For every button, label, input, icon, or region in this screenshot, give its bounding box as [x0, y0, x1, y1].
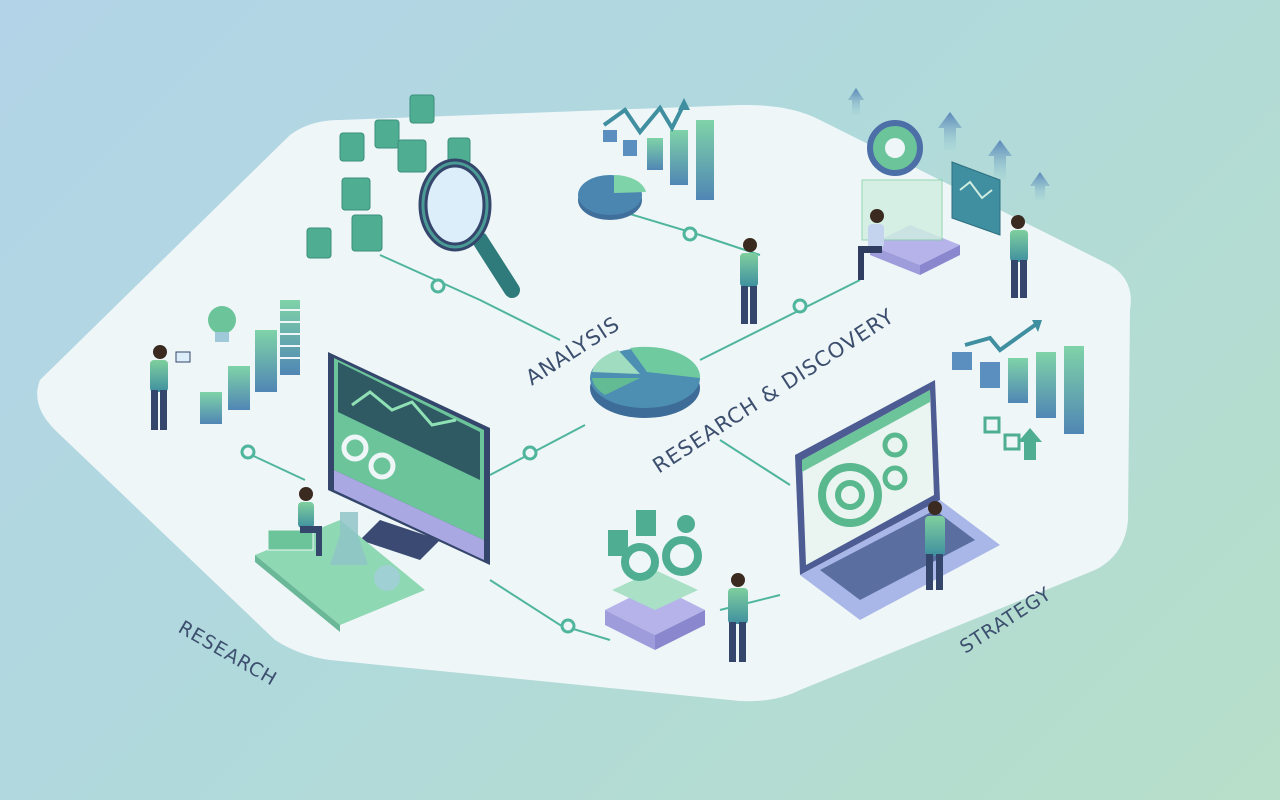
connector-lines — [244, 204, 861, 641]
right-bar-chart — [952, 320, 1084, 460]
central-pie-chart — [590, 346, 701, 418]
person-seated-laptop — [858, 209, 884, 280]
top-pie-chart — [578, 174, 646, 220]
top-bar-chart — [602, 98, 714, 200]
laptop-dashboard — [795, 380, 1000, 620]
left-bar-chart — [200, 300, 300, 424]
desktop-monitor — [328, 352, 490, 565]
person-presenting — [1010, 215, 1028, 298]
gear-box — [605, 510, 705, 650]
app-tiles — [306, 94, 471, 259]
people — [150, 209, 1028, 662]
up-arrows — [848, 88, 1050, 200]
magnifying-glass — [418, 158, 520, 298]
presentation-board — [951, 161, 1001, 236]
person-center — [740, 238, 758, 324]
person-reading — [298, 487, 322, 556]
person-gearbox — [728, 573, 748, 662]
books-and-flasks — [255, 512, 425, 632]
lightbulb — [208, 306, 236, 342]
connector-nodes — [240, 226, 808, 634]
person-laptop — [925, 501, 945, 590]
person-tablet — [150, 345, 191, 430]
